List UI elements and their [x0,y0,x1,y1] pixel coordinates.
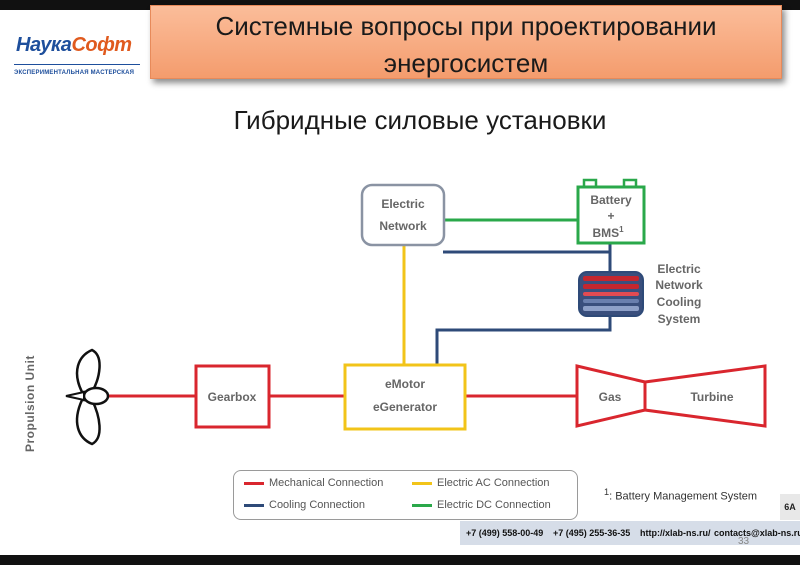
contact-phone-2: +7 (495) 255-36-35 [553,528,631,538]
battery-label-line3: BMS1 [592,225,624,240]
electric-network-label-line1: Electric [381,197,425,211]
gearbox-label: Gearbox [208,390,257,404]
battery-icon [576,178,646,245]
cooling-radiator-icon [578,271,644,317]
gas-label: Gas [599,390,622,404]
electric-network-label-line2: Network [379,219,427,233]
bottom-frame-bar [0,555,800,565]
legend-cooling: Cooling Connection [244,499,365,511]
electric-network-box [360,183,446,247]
contact-phone-1: +7 (499) 558-00-49 [466,528,544,538]
cooling-label-line3: Cooling [657,295,702,309]
contact-website-link[interactable]: http://xlab-ns.ru/ [640,528,711,538]
connection-legend: Mechanical Connection Electric AC Connec… [233,470,578,520]
contact-email-link[interactable]: contacts@xlab-ns.ru [714,528,800,538]
hybrid-power-diagram: Propulsion Unit Gearbox eMotor eGenerato… [23,178,767,452]
turbine-label: Turbine [690,390,733,404]
bms-footnote: 1: Battery Management System [604,487,758,503]
slide-subtitle: Гибридные силовые установки [233,105,607,135]
slide-title-line2: энергосистем [383,48,549,78]
legend-swatch-electric-dc [412,503,432,507]
legend-electric-dc: Electric DC Connection [412,499,551,511]
egenerator-label: eGenerator [373,400,437,414]
slide-title-line1: Системные вопросы при проектировании [215,11,717,41]
propulsion-unit-label: Propulsion Unit [23,355,37,452]
page-number: 33 [738,536,750,547]
naukasoft-logo: НаукаСофт ЭКСПЕРИМЕНТАЛЬНАЯ МАСТЕРСКАЯ [10,30,145,82]
legend-mechanical: Mechanical Connection [244,477,383,489]
emotor-box [343,363,467,431]
cooling-label-line2: Network [655,278,703,292]
cooling-connection-cooler-to-motor [435,316,612,365]
cooling-label-line1: Electric [657,262,701,276]
battery-bms-text: BMS [592,226,619,240]
gearbox-box [194,364,271,429]
emotor-label: eMotor [385,377,425,391]
battery-bms-superscript: 1 [619,225,624,234]
contact-bar [460,521,800,545]
legend-swatch-mechanical [244,481,264,485]
legend-electric-ac: Electric AC Connection [412,477,550,489]
legend-swatch-electric-ac [412,481,432,485]
turbine-shape [643,364,767,428]
logo-brand: НаукаСофт [16,34,132,56]
propeller-icon [65,348,110,446]
battery-label-line2: + [607,209,614,223]
slide-title-banner: Системные вопросы при проектировании эне… [150,5,782,79]
cooling-label-line4: System [658,312,701,326]
logo-tagline: ЭКСПЕРИМЕНТАЛЬНАЯ МАСТЕРСКАЯ [14,70,135,76]
legend-swatch-cooling [244,503,264,507]
corner-badge: 6A [780,494,800,520]
battery-label-line1: Battery [590,193,632,207]
logo-underline [14,64,140,65]
